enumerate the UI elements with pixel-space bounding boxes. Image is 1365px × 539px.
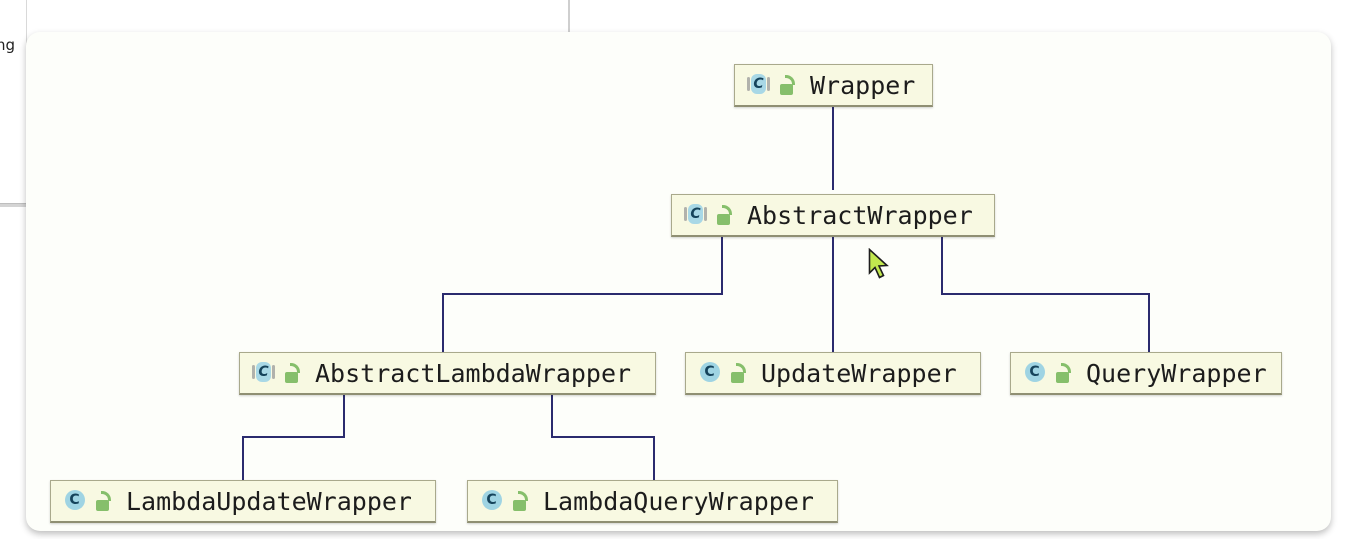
class-node-icons: C bbox=[686, 361, 747, 385]
green-open-padlock-icon bbox=[715, 205, 733, 225]
edge-lambdaquery-drop bbox=[653, 436, 655, 480]
class-node-query-wrapper[interactable]: C QueryWrapper bbox=[1010, 352, 1282, 395]
green-open-padlock-icon bbox=[511, 491, 529, 511]
class-node-lambda-update-wrapper[interactable]: C LambdaUpdateWrapper bbox=[50, 480, 436, 523]
class-node-icons: C bbox=[468, 489, 529, 513]
class-c-icon: C bbox=[63, 489, 86, 513]
edge-lambdaabstract-span bbox=[442, 293, 723, 295]
green-open-padlock-icon bbox=[94, 491, 112, 511]
class-name-label: QueryWrapper bbox=[1086, 358, 1267, 388]
abstract-class-c-icon: C bbox=[747, 73, 770, 97]
background-vertical-divider bbox=[568, 0, 570, 34]
class-node-icons: C bbox=[735, 73, 796, 97]
class-icon-glyph: C bbox=[704, 363, 715, 380]
class-node-update-wrapper[interactable]: C UpdateWrapper bbox=[685, 352, 981, 395]
class-name-label: AbstractWrapper bbox=[747, 200, 973, 230]
class-node-abstract-lambda-wrapper[interactable]: C AbstractLambdaWrapper bbox=[239, 352, 656, 395]
edge-lambdaupdate-drop bbox=[242, 436, 244, 480]
class-c-icon: C bbox=[698, 361, 721, 385]
class-c-icon: C bbox=[1023, 361, 1046, 385]
background-panel-edge bbox=[0, 203, 26, 207]
edge-lambdaabstract-drop bbox=[442, 293, 444, 352]
class-name-label: UpdateWrapper bbox=[761, 358, 957, 388]
class-c-icon: C bbox=[480, 489, 503, 513]
class-icon-glyph: C bbox=[486, 491, 497, 508]
abstract-class-c-icon: C bbox=[684, 203, 707, 227]
class-node-icons: C bbox=[1011, 361, 1072, 385]
class-node-icons: C bbox=[240, 361, 301, 385]
uml-diagram-panel[interactable]: C Wrapper C bbox=[26, 32, 1331, 531]
class-icon-glyph: C bbox=[258, 363, 269, 380]
class-icon-glyph: C bbox=[753, 75, 764, 92]
edge-lambdaquery-riser bbox=[551, 380, 553, 437]
class-node-icons: C bbox=[672, 203, 733, 227]
edge-lambdaabstract-riser bbox=[721, 237, 723, 294]
background-partial-label: ng bbox=[0, 36, 16, 54]
class-name-label: Wrapper bbox=[810, 70, 916, 100]
green-open-padlock-icon bbox=[778, 75, 796, 95]
class-name-label: LambdaUpdateWrapper bbox=[126, 486, 412, 516]
class-icon-glyph: C bbox=[1029, 363, 1040, 380]
mouse-cursor bbox=[868, 247, 890, 280]
green-open-padlock-icon bbox=[1054, 363, 1072, 383]
class-icon-glyph: C bbox=[69, 491, 80, 508]
class-name-label: LambdaQueryWrapper bbox=[543, 486, 814, 516]
class-name-label: AbstractLambdaWrapper bbox=[315, 358, 632, 388]
abstract-class-c-icon: C bbox=[252, 361, 275, 385]
class-icon-glyph: C bbox=[690, 205, 701, 222]
green-open-padlock-icon bbox=[729, 363, 747, 383]
edge-updatewrapper-to-abstractwrapper bbox=[832, 237, 834, 352]
edge-lambdaupdate-span bbox=[242, 436, 345, 438]
edge-lambdaquery-span bbox=[551, 436, 655, 438]
edge-querywrapper-riser bbox=[941, 237, 943, 294]
class-node-abstract-wrapper[interactable]: C AbstractWrapper bbox=[671, 194, 995, 237]
green-open-padlock-icon bbox=[283, 363, 301, 383]
background-side-panel: ng bbox=[0, 0, 27, 204]
class-node-wrapper[interactable]: C Wrapper bbox=[734, 64, 933, 107]
edge-querywrapper-span bbox=[941, 293, 1150, 295]
edge-querywrapper-drop bbox=[1148, 293, 1150, 352]
edge-lambdaupdate-riser bbox=[343, 380, 345, 437]
class-node-lambda-query-wrapper[interactable]: C LambdaQueryWrapper bbox=[467, 480, 838, 523]
edge-abstractwrapper-to-wrapper bbox=[832, 105, 834, 190]
class-node-icons: C bbox=[51, 489, 112, 513]
